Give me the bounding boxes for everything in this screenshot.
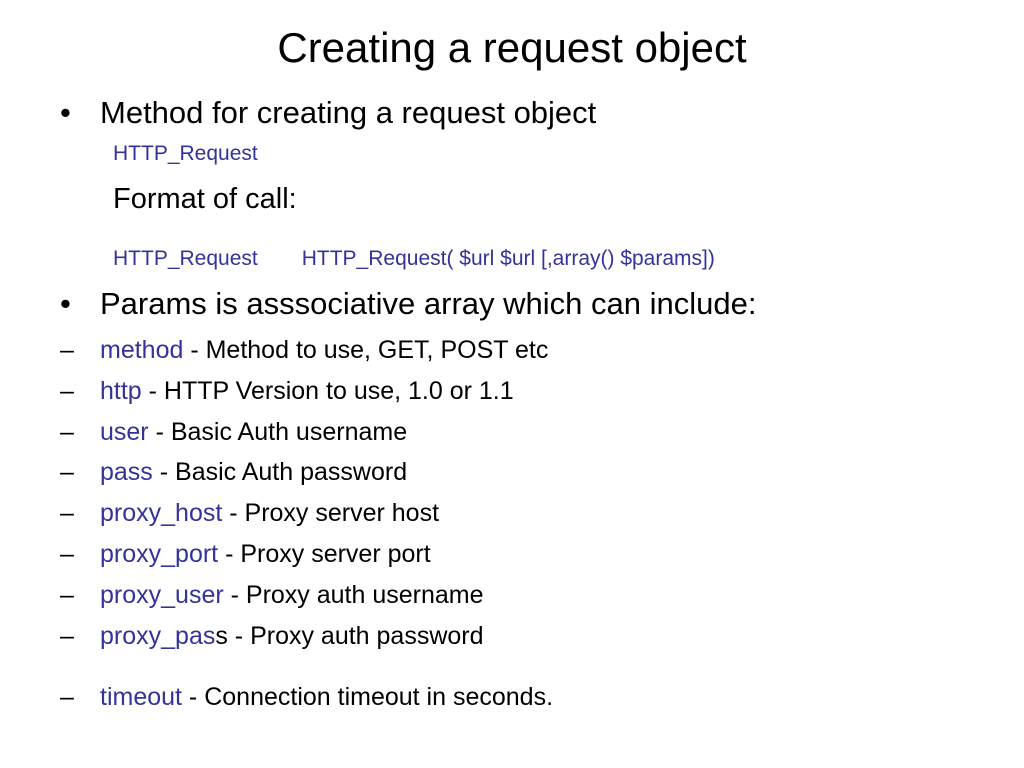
param-desc: - Proxy server port (218, 540, 431, 568)
slide-title: Creating a request object (277, 24, 747, 71)
param-item: –proxy_port - Proxy server port (60, 537, 431, 571)
param-item: –proxy_user - Proxy auth username (60, 578, 484, 612)
param-desc: - Connection timeout in seconds. (181, 683, 554, 711)
dash-marker: – (60, 458, 74, 486)
param-key: pass (100, 458, 153, 486)
param-item: –pass - Basic Auth password (60, 455, 407, 489)
param-key: proxy_pas (100, 622, 216, 650)
param-desc: - Method to use, GET, POST etc (183, 336, 549, 364)
param-desc: s - Proxy auth password (215, 622, 484, 650)
param-item: –timeout - Connection timeout in seconds… (60, 680, 553, 714)
param-key: user (100, 418, 149, 446)
dash-marker: – (60, 540, 74, 568)
param-desc: - Basic Auth password (152, 458, 408, 486)
param-key: timeout (100, 683, 182, 711)
bullet-params: • Params is asssociative array which can … (60, 284, 756, 324)
bullet-text: Params is asssociative array which can i… (100, 286, 757, 321)
dash-marker: – (60, 581, 74, 609)
param-desc: - HTTP Version to use, 1.0 or 1.1 (141, 377, 514, 405)
dash-marker: – (60, 499, 74, 527)
bullet-method-creation: • Method for creating a request object (60, 93, 596, 133)
param-item: –http - HTTP Version to use, 1.0 or 1.1 (60, 374, 514, 408)
param-item: –proxy_pass - Proxy auth password (60, 619, 484, 653)
dash-marker: – (60, 683, 74, 711)
bullet-marker: • (60, 286, 71, 321)
param-key: method (100, 336, 184, 364)
bullet-marker: • (60, 95, 71, 130)
signature-call: HTTP_Request( $url $url [,array() $param… (301, 247, 715, 270)
dash-marker: – (60, 377, 74, 405)
param-key: http (100, 377, 142, 405)
param-desc: - Basic Auth username (148, 418, 408, 446)
dash-marker: – (60, 336, 74, 364)
dash-marker: – (60, 418, 74, 446)
param-key: proxy_host (100, 499, 223, 527)
bullet-text: Method for creating a request object (100, 95, 597, 130)
param-item: –proxy_host - Proxy server host (60, 496, 439, 530)
param-desc: - Proxy server host (222, 499, 440, 527)
signature-return-type: HTTP_Request (113, 247, 258, 270)
call-signature: HTTP_Request HTTP_Request( $url $url [,ar… (113, 245, 715, 273)
format-label: Format of call: (113, 183, 297, 215)
param-key: proxy_user (100, 581, 224, 609)
param-key: proxy_port (100, 540, 219, 568)
param-item: –method - Method to use, GET, POST etc (60, 333, 548, 367)
dash-marker: – (60, 622, 74, 650)
class-name: HTTP_Request (113, 142, 258, 165)
param-desc: - Proxy auth username (223, 581, 484, 609)
param-item: –user - Basic Auth username (60, 415, 407, 449)
